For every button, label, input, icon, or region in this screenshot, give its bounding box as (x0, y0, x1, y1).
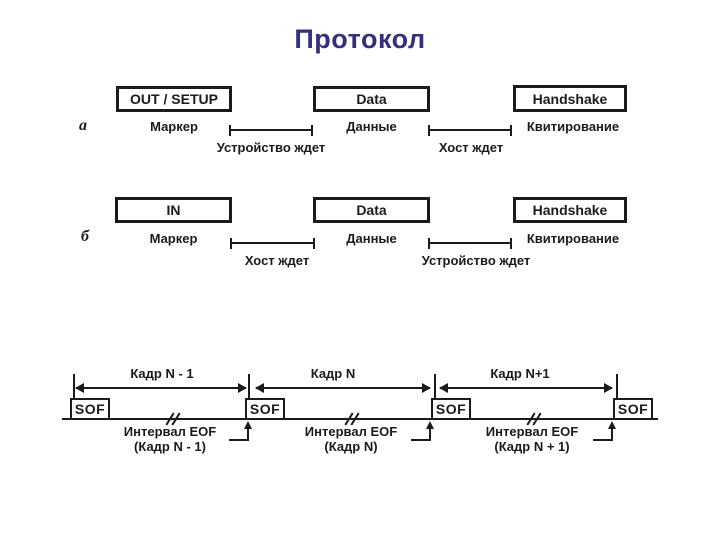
host-waits-label: Хост ждет (244, 253, 310, 268)
delay-line (230, 238, 315, 249)
eof-interval-line2: (Кадр N) (324, 439, 378, 454)
device-waits-label: Устройство ждет (216, 140, 326, 155)
delay-line (229, 125, 313, 136)
token-packet-box: IN (115, 197, 232, 223)
token-label: Маркер (150, 119, 198, 134)
eof-interval-label: Интервал EOF (Кадр N + 1) (457, 424, 607, 454)
data-packet-box: Data (313, 86, 430, 112)
handshake-label: Квитирование (526, 119, 620, 134)
delay-line (428, 238, 512, 249)
handshake-label: Квитирование (526, 231, 620, 246)
data-label: Данные (346, 119, 397, 134)
eof-interval-line1: Интервал EOF (304, 424, 398, 439)
frame-n-label: Кадр N (310, 366, 356, 381)
host-waits-label: Хост ждет (438, 140, 504, 155)
timeline-baseline (62, 418, 658, 420)
data-label: Данные (346, 231, 397, 246)
row-label-a: а (79, 117, 87, 134)
frame-boundary-tick (434, 374, 436, 420)
sof-box: SOF (613, 398, 653, 420)
handshake-packet-box: Handshake (513, 197, 627, 223)
frame-boundary-tick (73, 374, 75, 420)
frame-n1-label: Кадр N+1 (490, 366, 550, 381)
device-waits-label: Устройство ждет (421, 253, 531, 268)
frame-span-arrow (75, 383, 247, 393)
eof-interval-line1: Интервал EOF (123, 424, 217, 439)
frame-boundary-tick (248, 374, 250, 420)
data-packet-box: Data (313, 197, 430, 223)
delay-line (428, 125, 512, 136)
sof-box: SOF (431, 398, 471, 420)
row-label-b: б (81, 228, 89, 245)
sof-box: SOF (70, 398, 110, 420)
frame-span-arrow (255, 383, 431, 393)
frame-n-1-label: Кадр N - 1 (130, 366, 194, 381)
eof-interval-line2: (Кадр N + 1) (494, 439, 570, 454)
frame-span-arrow (439, 383, 613, 393)
frame-boundary-tick (616, 374, 618, 420)
token-label: Маркер (149, 231, 198, 246)
handshake-packet-box: Handshake (513, 85, 627, 112)
page-title: Протокол (294, 24, 426, 54)
eof-interval-label: Интервал EOF (Кадр N) (276, 424, 426, 454)
eof-interval-line2: (Кадр N - 1) (134, 439, 206, 454)
sof-box: SOF (245, 398, 285, 420)
token-packet-box: OUT / SETUP (116, 86, 232, 112)
eof-interval-line1: Интервал EOF (485, 424, 579, 439)
eof-interval-label: Интервал EOF (Кадр N - 1) (95, 424, 245, 454)
